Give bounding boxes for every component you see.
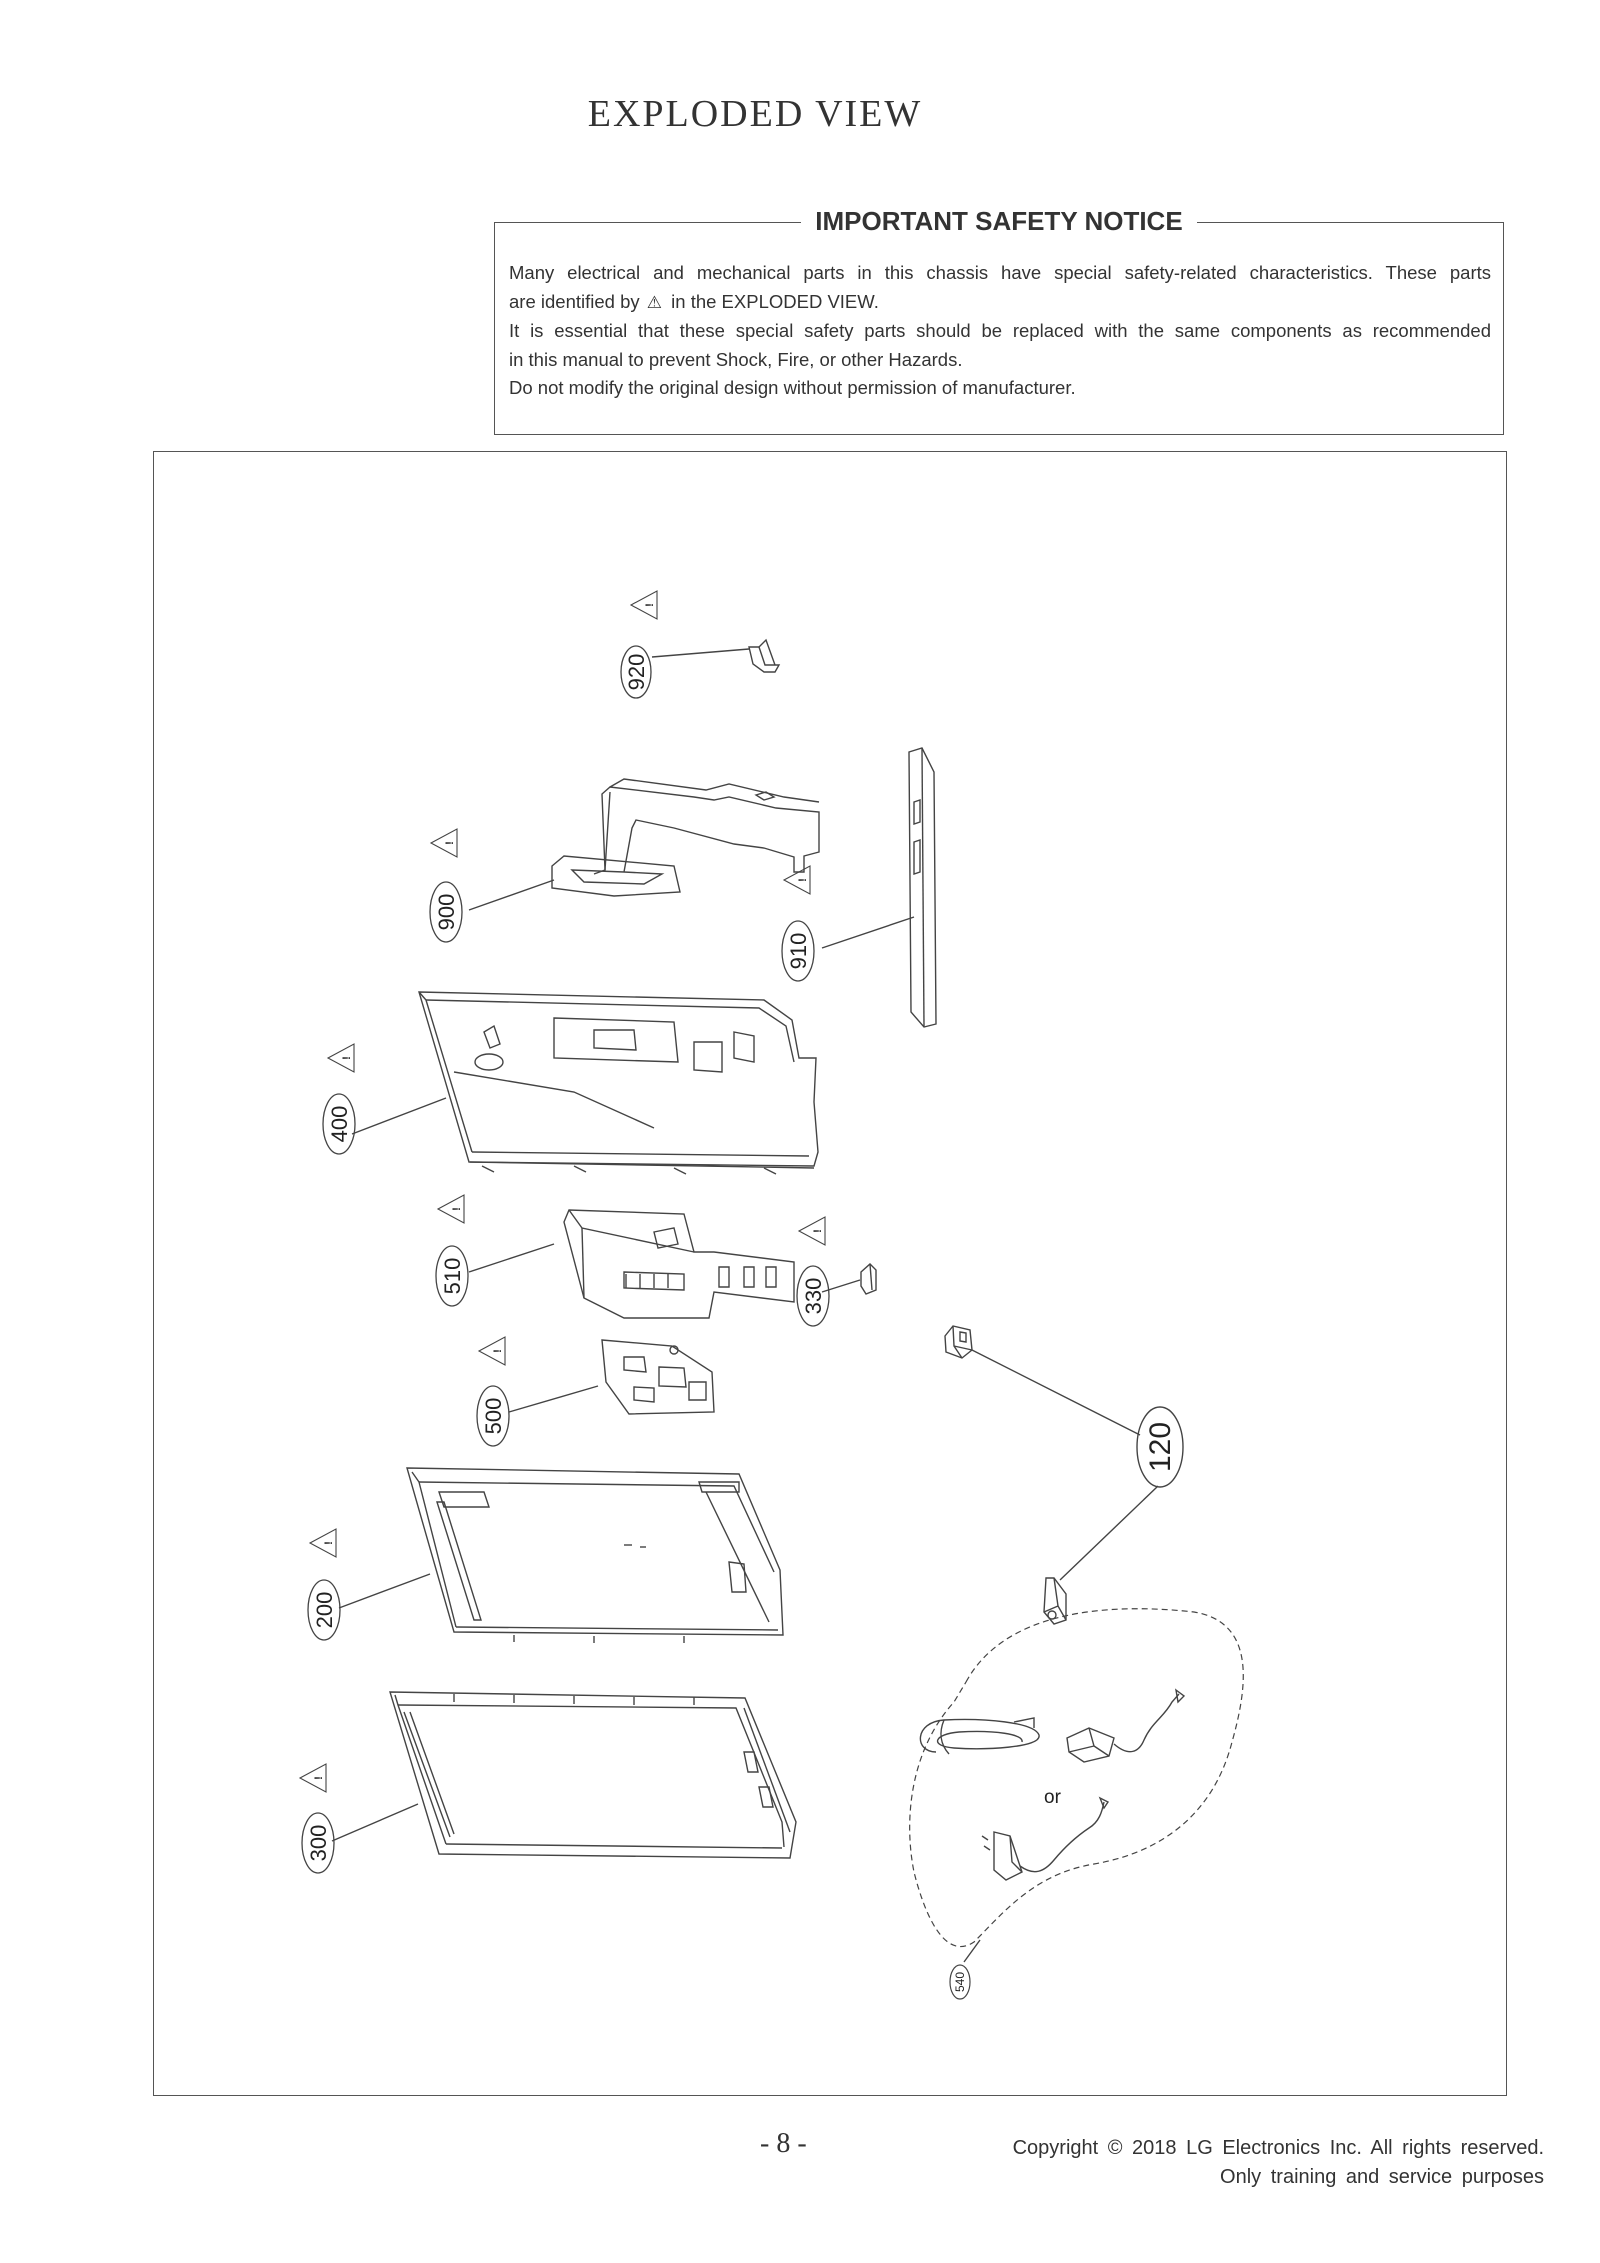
part-330-drawing: [821, 1263, 877, 1295]
part-920-label: 920: [624, 654, 649, 691]
part-510-callout: 510: [435, 1245, 469, 1307]
part-900-callout: 900: [429, 881, 463, 943]
part-120-callout: 120: [1136, 1406, 1184, 1488]
part-200-callout: 200: [307, 1579, 341, 1641]
part-540-callout: 540: [949, 1964, 971, 2000]
svg-text:!: !: [644, 603, 656, 607]
svg-text:!: !: [341, 1056, 353, 1060]
part-510-label: 510: [440, 1258, 465, 1295]
part-120-drawing: [944, 1325, 1159, 1625]
part-920-callout: 920: [620, 645, 652, 699]
part-500-callout: 500: [476, 1385, 510, 1447]
part-330-callout: 330: [796, 1265, 830, 1327]
warning-triangle-icon: !: [429, 828, 458, 858]
part-330-label: 330: [801, 1278, 826, 1315]
part-200-drawing: [338, 1467, 784, 1643]
warning-triangle-icon: !: [782, 865, 811, 895]
notice-line-2-start: are identified by: [509, 290, 640, 312]
part-920-drawing: [651, 638, 781, 673]
part-500-drawing: [508, 1339, 715, 1415]
part-300-drawing: [331, 1691, 797, 1859]
warning-triangle-icon: !: [629, 590, 658, 620]
copyright-line-2: Only training and service purposes: [1220, 2166, 1544, 2188]
svg-text:!: !: [812, 1229, 824, 1233]
part-300-label: 300: [306, 1825, 331, 1862]
svg-text:!: !: [492, 1349, 504, 1353]
svg-text:!: !: [444, 841, 456, 845]
svg-text:!: !: [313, 1776, 325, 1780]
part-910-callout: 910: [781, 920, 815, 982]
svg-text:!: !: [323, 1541, 335, 1545]
part-910-label: 910: [786, 933, 811, 970]
safety-notice-heading: IMPORTANT SAFETY NOTICE: [801, 206, 1197, 236]
svg-text:!: !: [451, 1207, 463, 1211]
part-910-drawing: [821, 747, 937, 1028]
part-300-callout: 300: [301, 1812, 335, 1874]
notice-line-2-end: in the EXPLODED VIEW.: [671, 290, 879, 312]
warning-triangle-icon: !: [477, 1336, 506, 1366]
warning-triangle-icon: !: [298, 1763, 327, 1793]
safety-notice-body: Many electrical and mechanical parts in …: [509, 259, 1491, 403]
part-120-label: 120: [1144, 1422, 1177, 1472]
notice-line-1: Many electrical and mechanical parts in …: [509, 262, 1491, 283]
part-400-label: 400: [327, 1106, 352, 1143]
warning-triangle-icon: !: [326, 1043, 355, 1073]
part-540-drawing: [909, 1608, 1244, 1963]
warning-triangle-icon: !: [436, 1194, 465, 1224]
warning-triangle-icon: !: [308, 1528, 337, 1558]
notice-line-5: Do not modify the original design withou…: [509, 377, 1076, 398]
part-900-drawing: [468, 778, 820, 911]
part-540-label: 540: [953, 1972, 967, 1992]
copyright-block: Copyright © 2018 LG Electronics Inc. All…: [1013, 2134, 1544, 2192]
warning-triangle-icon: !: [797, 1216, 826, 1246]
page-number: - 8 -: [760, 2128, 807, 2159]
exploded-view-drawing: 920 ! 900 !: [298, 590, 1244, 2000]
part-510-drawing: [468, 1209, 795, 1319]
part-400-callout: 400: [322, 1093, 356, 1155]
safety-notice-box: IMPORTANT SAFETY NOTICE Many electrical …: [494, 206, 1504, 435]
part-400-drawing: [351, 991, 819, 1175]
svg-text:!: !: [797, 878, 809, 882]
or-label: or: [1044, 1787, 1062, 1808]
part-900-label: 900: [434, 894, 459, 931]
exploded-view-diagram: 920 ! 900 !: [153, 451, 1507, 2096]
warning-triangle-icon: ⚠: [646, 292, 663, 312]
part-200-label: 200: [312, 1592, 337, 1629]
page-title: EXPLODED VIEW: [587, 93, 923, 135]
copyright-line-1: Copyright © 2018 LG Electronics Inc. All…: [1012, 2137, 1544, 2159]
part-500-label: 500: [481, 1398, 506, 1435]
notice-line-3: It is essential that these special safet…: [509, 320, 1491, 341]
notice-line-2: are identified by ⚠ in the EXPLODED VIEW…: [509, 288, 1491, 318]
notice-line-4: in this manual to prevent Shock, Fire, o…: [509, 348, 963, 370]
